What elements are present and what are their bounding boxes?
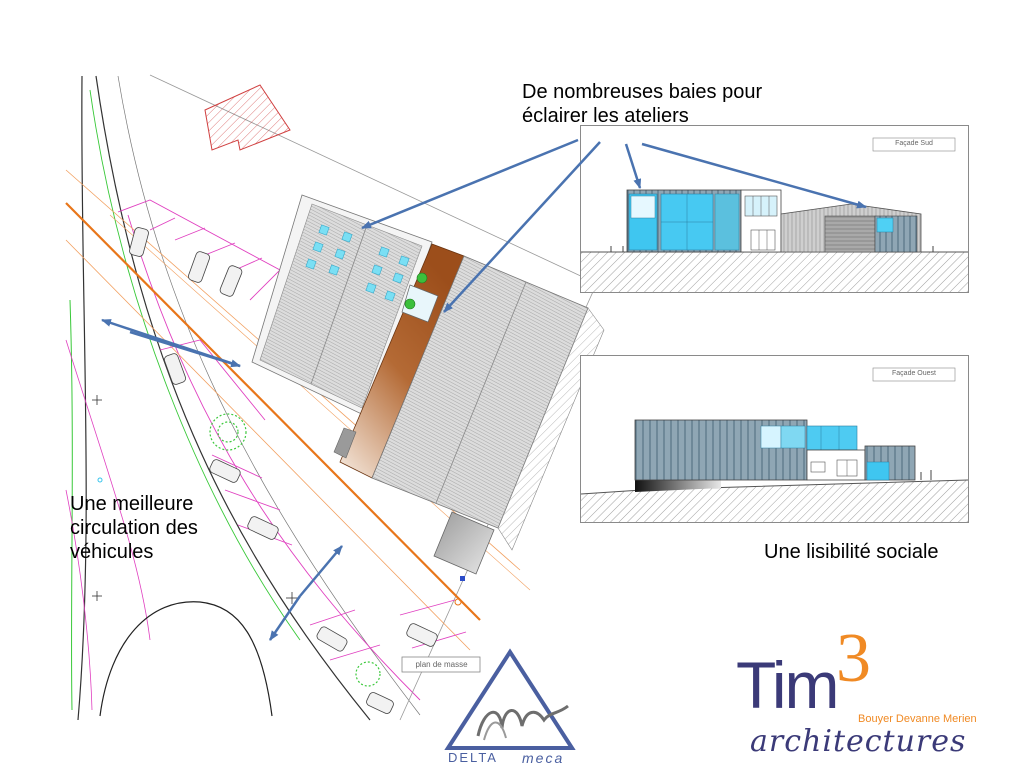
elevation-label-top: Façade Sud [895,140,933,147]
elevation-label-bottom: Façade Ouest [892,370,936,377]
elevation-panel-bottom: Façade Ouest [580,355,969,523]
tim3-logo: Tim 3 Bouyer Devanne Merien architecture… [736,624,1006,760]
annotation-windows: De nombreuses baies pour éclairer les at… [522,81,763,127]
delta-meca-logo: DELTA meca [440,648,580,768]
elevation-panel-top: Façade Sud [580,125,969,293]
arrow-circulation-b [101,318,241,368]
annotation-circulation: Une meilleure circulation des véhicules [70,493,198,563]
tim-superscript: 3 [836,620,871,697]
arrow-elevation-right [641,142,867,209]
elevation-drawing-top [581,137,968,292]
arrow-circulation-d [268,595,302,641]
arrow-corridor [443,141,601,313]
arrow-elevation-left [624,143,642,189]
tim-subtitle: architectures [750,724,967,759]
plan-label: plan de masse [415,660,468,669]
meca-word: meca [522,750,565,766]
delta-word: DELTA [448,750,498,765]
tim-wordmark: Tim [736,648,840,722]
delta-triangle-icon [444,648,576,750]
arrow-skylights [361,138,579,230]
elevation-drawing-bottom [581,367,968,522]
tim-names: Bouyer Devanne Merien [858,713,977,725]
annotation-social: Une lisibilité sociale [764,541,939,563]
arrow-circulation-c [299,545,343,597]
